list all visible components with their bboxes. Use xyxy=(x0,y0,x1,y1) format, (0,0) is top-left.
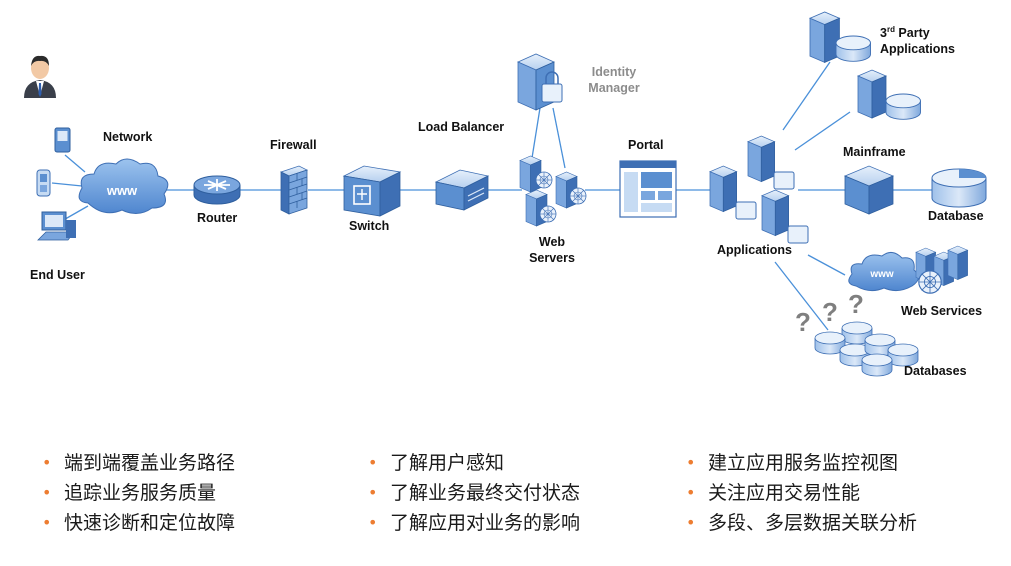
connection-lines xyxy=(51,61,932,331)
bullet-dot: • xyxy=(686,453,696,472)
bullet-item: • 快速诊断和定位故障 xyxy=(40,508,235,538)
third-party-applications-label: 3rd Party Applications xyxy=(880,22,955,57)
identity-manager-server-icon xyxy=(517,53,563,111)
web-servers-label-line2: Servers xyxy=(529,251,575,265)
portal-label: Portal xyxy=(628,138,664,152)
bullet-text: 了解应用对业务的影响 xyxy=(390,512,581,534)
web-services-www-text: www xyxy=(869,269,894,280)
mobile-icon xyxy=(36,169,51,197)
third-party-line2: Applications xyxy=(880,42,956,57)
third-party-line1: 3rd Party xyxy=(880,22,955,41)
identity-manager-label: Identity Manager xyxy=(584,64,644,96)
phone-icon xyxy=(54,127,71,153)
web-services-label: Web Services xyxy=(901,304,983,318)
bullet-text: 建立应用服务监控视图 xyxy=(708,452,899,474)
switch-icon xyxy=(342,165,402,217)
end-user-person-icon xyxy=(24,55,56,98)
portal-icon xyxy=(619,160,677,218)
bullet-list-col2: • 了解用户感知 • 了解业务最终交付状态 • 了解应用对业务的影响 xyxy=(366,448,580,538)
bullet-text: 端到端覆盖业务路径 xyxy=(64,452,236,474)
load-balancer-icon xyxy=(434,169,490,211)
bullet-text: 关注应用交易性能 xyxy=(708,482,861,504)
question-mark-icon: ? xyxy=(848,289,864,319)
mainframe-label: Mainframe xyxy=(843,145,906,159)
bullet-dot: • xyxy=(42,453,52,472)
web-servers-label-line1: Web xyxy=(538,235,566,249)
mainframe-icon xyxy=(843,165,895,215)
third-party-number: 3 xyxy=(880,26,887,41)
third-party-applications-icon xyxy=(809,11,871,63)
bullet-item: • 了解业务最终交付状态 xyxy=(366,478,580,508)
bullet-item: • 了解用户感知 xyxy=(366,448,580,478)
www-text: www xyxy=(106,183,138,198)
bullet-item: • 多段、多层数据关联分析 xyxy=(684,508,917,538)
bullet-list-col1: • 端到端覆盖业务路径 • 追踪业务服务质量 • 快速诊断和定位故障 xyxy=(40,448,235,538)
question-mark-icon: ? xyxy=(822,297,838,327)
bullet-item: • 关注应用交易性能 xyxy=(684,478,917,508)
bullet-dot: • xyxy=(42,483,52,502)
databases-label: Databases xyxy=(904,364,967,378)
web-servers-icon xyxy=(519,155,587,227)
desktop-computer-icon xyxy=(37,211,76,241)
router-icon xyxy=(193,175,241,205)
load-balancer-label: Load Balancer xyxy=(418,120,505,134)
bullet-list-col3: • 建立应用服务监控视图 • 关注应用交易性能 • 多段、多层数据关联分析 xyxy=(684,448,917,538)
bullet-item: • 了解应用对业务的影响 xyxy=(366,508,580,538)
database-icon xyxy=(931,168,987,208)
identity-manager-label-line1: Identity xyxy=(591,65,637,79)
bullet-dot: • xyxy=(42,513,52,532)
bullet-text: 快速诊断和定位故障 xyxy=(64,512,236,534)
end-user-label: End User xyxy=(30,268,85,282)
bullet-dot: • xyxy=(368,453,378,472)
applications-label: Applications xyxy=(717,243,793,257)
bullet-text: 追踪业务服务质量 xyxy=(64,482,217,504)
bullet-dot: • xyxy=(686,483,696,502)
bullet-text: 了解用户感知 xyxy=(390,452,505,474)
bullet-item: • 端到端覆盖业务路径 xyxy=(40,448,235,478)
internet-cloud-icon: www xyxy=(78,158,169,214)
bullet-text: 了解业务最终交付状态 xyxy=(390,482,581,504)
database-label: Database xyxy=(928,209,984,223)
web-servers-label: Web Servers xyxy=(522,234,582,266)
databases-icon xyxy=(814,321,919,377)
firewall-icon xyxy=(279,165,309,215)
firewall-label: Firewall xyxy=(270,138,317,152)
question-mark-icon: ? xyxy=(795,307,811,337)
router-label: Router xyxy=(197,211,238,225)
bullet-dot: • xyxy=(686,513,696,532)
question-mark-icons: ? ? ? xyxy=(795,289,864,337)
network-label: Network xyxy=(103,130,153,144)
web-services-servers-icon xyxy=(915,245,968,294)
third-party-sup: rd xyxy=(886,25,895,34)
third-party-word: Party xyxy=(894,26,930,41)
bullet-text: 多段、多层数据关联分析 xyxy=(708,512,918,534)
switch-label: Switch xyxy=(349,219,390,233)
applications-servers-icon xyxy=(709,135,809,244)
bullet-item: • 追踪业务服务质量 xyxy=(40,478,235,508)
bullet-dot: • xyxy=(368,483,378,502)
identity-manager-label-line2: Manager xyxy=(588,81,640,95)
bullet-dot: • xyxy=(368,513,378,532)
third-party-server-icon xyxy=(857,69,921,120)
web-services-cloud-icon: www xyxy=(848,252,919,292)
bullet-item: • 建立应用服务监控视图 xyxy=(684,448,917,478)
